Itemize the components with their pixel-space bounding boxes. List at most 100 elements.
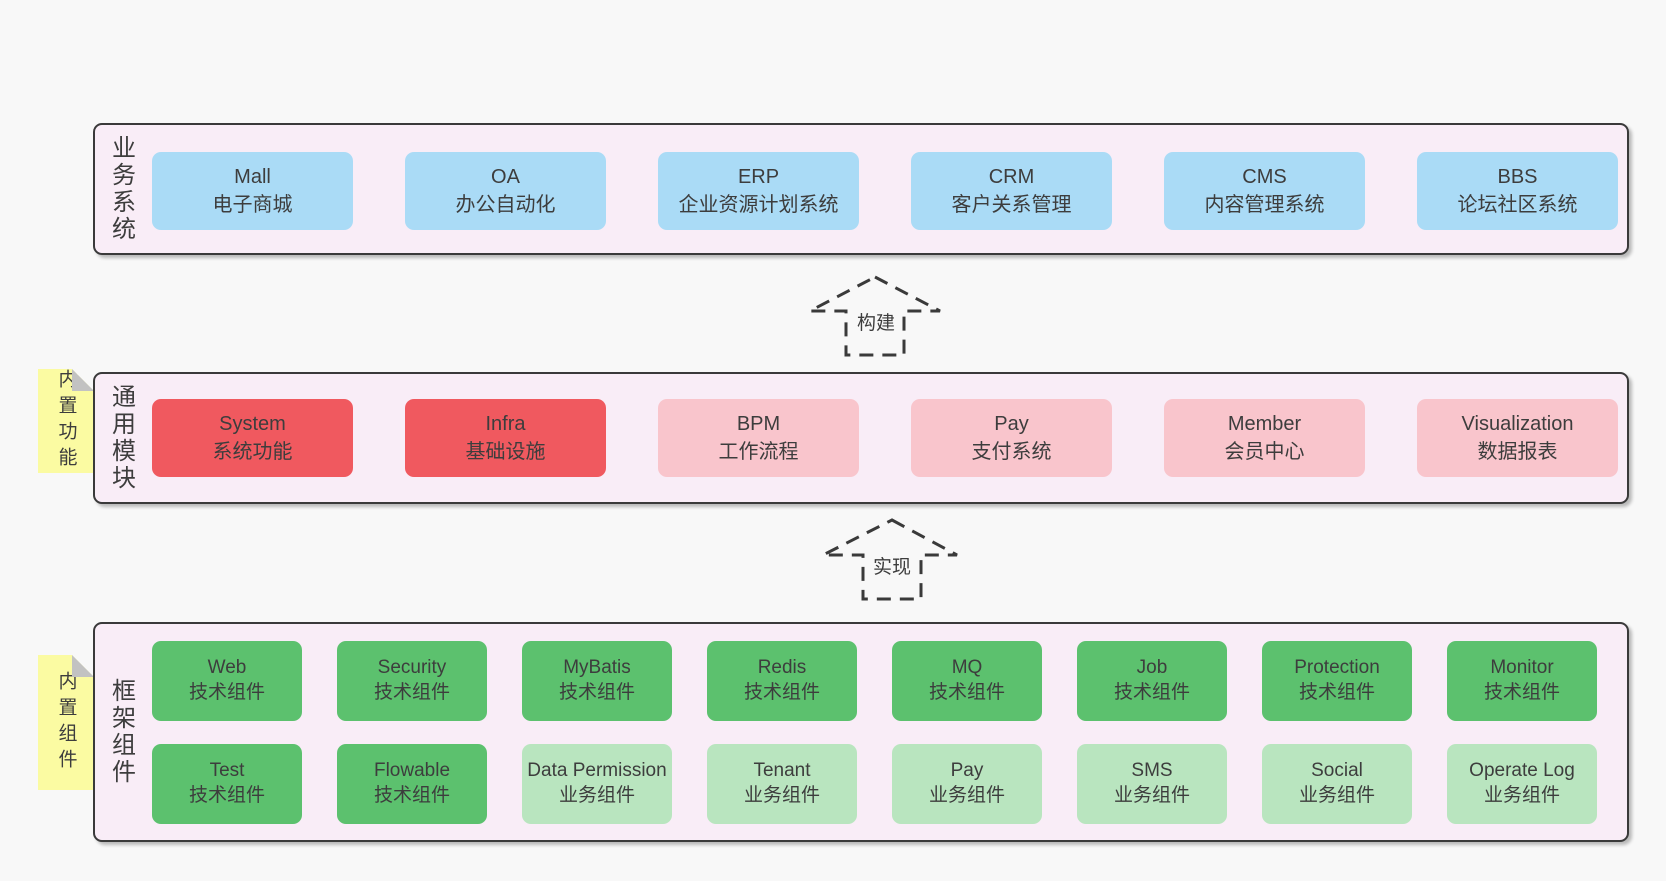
implement-arrow-icon: [822, 518, 958, 601]
box-redis: Redis 技术组件: [707, 641, 857, 721]
box-subtitle: 技术组件: [373, 785, 450, 806]
box-data-permission: Data Permission 业务组件: [522, 744, 672, 824]
box-title: Protection: [1294, 657, 1380, 679]
box-subtitle: 办公自动化: [455, 194, 556, 216]
build-arrow-label: 构建: [851, 306, 901, 337]
box-title: CMS: [1242, 166, 1287, 188]
box-subtitle: 业务组件: [558, 785, 635, 806]
band-framework-components: 框架组件 Web 技术组件 Security 技术组件 MyBatis 技术组件…: [93, 622, 1629, 842]
box-crm: CRM 客户关系管理: [911, 152, 1112, 230]
band-business-systems: 业务系统 Mall 电子商城 OA 办公自动化 ERP 企业资源计划系统 CRM…: [93, 123, 1629, 255]
box-bbs: BBS 论坛社区系统: [1417, 152, 1618, 230]
box-subtitle: 论坛社区系统: [1457, 194, 1578, 216]
box-member: Member 会员中心: [1164, 399, 1365, 477]
box-cms: CMS 内容管理系统: [1164, 152, 1365, 230]
box-title: Monitor: [1490, 657, 1554, 679]
box-subtitle: 业务组件: [743, 785, 820, 806]
box-title: MQ: [951, 657, 983, 679]
box-sms: SMS 业务组件: [1077, 744, 1227, 824]
sticky-note-label: 内置功能: [55, 369, 77, 473]
box-bpm: BPM 工作流程: [658, 399, 859, 477]
box-subtitle: 工作流程: [718, 441, 799, 463]
box-subtitle: 内容管理系统: [1204, 194, 1325, 216]
box-protection: Protection 技术组件: [1262, 641, 1412, 721]
box-job: Job 技术组件: [1077, 641, 1227, 721]
box-subtitle: 电子商城: [212, 194, 293, 216]
box-subtitle: 技术组件: [743, 682, 820, 703]
sticky-note-built-in-components: 内置组件: [38, 655, 94, 790]
box-title: Security: [377, 657, 447, 679]
box-subtitle: 客户关系管理: [951, 194, 1072, 216]
box-title: Social: [1311, 760, 1363, 782]
box-subtitle: 技术组件: [188, 682, 265, 703]
box-test: Test 技术组件: [152, 744, 302, 824]
box-subtitle: 支付系统: [971, 441, 1052, 463]
box-subtitle: 技术组件: [1298, 682, 1375, 703]
box-subtitle: 技术组件: [188, 785, 265, 806]
box-title: MyBatis: [563, 657, 631, 679]
box-title: Test: [209, 760, 245, 782]
box-subtitle: 技术组件: [1113, 682, 1190, 703]
box-title: OA: [491, 166, 520, 188]
box-mq: MQ 技术组件: [892, 641, 1042, 721]
box-title: Flowable: [373, 760, 451, 782]
common-modules-row: System 系统功能 Infra 基础设施 BPM 工作流程 Pay 支付系统…: [152, 399, 1618, 477]
box-subtitle: 技术组件: [373, 682, 450, 703]
box-mybatis: MyBatis 技术组件: [522, 641, 672, 721]
box-title: Pay: [950, 760, 984, 782]
box-oa: OA 办公自动化: [405, 152, 606, 230]
band-label: 框架组件: [107, 678, 135, 786]
box-title: System: [219, 413, 286, 435]
box-subtitle: 技术组件: [558, 682, 635, 703]
box-subtitle: 技术组件: [928, 682, 1005, 703]
box-social: Social 业务组件: [1262, 744, 1412, 824]
box-title: Redis: [757, 657, 807, 679]
box-title: BPM: [736, 413, 781, 435]
box-subtitle: 系统功能: [212, 441, 293, 463]
box-subtitle: 业务组件: [928, 785, 1005, 806]
box-mall: Mall 电子商城: [152, 152, 353, 230]
sticky-note-built-in-functions: 内置功能: [38, 369, 94, 473]
box-title: Web: [207, 657, 247, 679]
box-subtitle: 会员中心: [1224, 441, 1305, 463]
box-title: Visualization: [1461, 413, 1574, 435]
box-subtitle: 业务组件: [1113, 785, 1190, 806]
box-title: CRM: [988, 166, 1035, 188]
box-title: Job: [1136, 657, 1168, 679]
box-monitor: Monitor 技术组件: [1447, 641, 1597, 721]
box-subtitle: 基础设施: [465, 441, 546, 463]
box-flowable: Flowable 技术组件: [337, 744, 487, 824]
box-title: ERP: [737, 166, 780, 188]
band-label: 业务系统: [107, 135, 135, 243]
band-label: 通用模块: [107, 384, 135, 492]
box-visualization: Visualization 数据报表: [1417, 399, 1618, 477]
implement-arrow-label: 实现: [867, 550, 917, 581]
box-pay-module: Pay 支付系统: [911, 399, 1112, 477]
box-web: Web 技术组件: [152, 641, 302, 721]
box-infra: Infra 基础设施: [405, 399, 606, 477]
box-subtitle: 企业资源计划系统: [678, 194, 839, 216]
box-subtitle: 技术组件: [1483, 682, 1560, 703]
box-title: SMS: [1131, 760, 1173, 782]
box-security: Security 技术组件: [337, 641, 487, 721]
sticky-note-label: 内置组件: [55, 670, 77, 775]
box-title: Tenant: [753, 760, 811, 782]
box-title: Data Permission: [527, 760, 667, 782]
framework-components-row-1: Web 技术组件 Security 技术组件 MyBatis 技术组件 Redi…: [152, 641, 1597, 721]
box-title: Member: [1227, 413, 1302, 435]
box-system: System 系统功能: [152, 399, 353, 477]
box-subtitle: 业务组件: [1298, 785, 1375, 806]
box-subtitle: 数据报表: [1477, 441, 1558, 463]
box-title: Pay: [994, 413, 1029, 435]
band-common-modules: 通用模块 System 系统功能 Infra 基础设施 BPM 工作流程 Pay…: [93, 372, 1629, 504]
box-pay-component: Pay 业务组件: [892, 744, 1042, 824]
box-operate-log: Operate Log 业务组件: [1447, 744, 1597, 824]
box-title: Operate Log: [1469, 760, 1575, 782]
box-title: BBS: [1497, 166, 1538, 188]
build-arrow-icon: [809, 275, 941, 357]
box-erp: ERP 企业资源计划系统: [658, 152, 859, 230]
business-systems-row: Mall 电子商城 OA 办公自动化 ERP 企业资源计划系统 CRM 客户关系…: [152, 152, 1618, 230]
box-title: Mall: [234, 166, 271, 188]
box-subtitle: 业务组件: [1483, 785, 1560, 806]
framework-components-row-2: Test 技术组件 Flowable 技术组件 Data Permission …: [152, 744, 1597, 824]
